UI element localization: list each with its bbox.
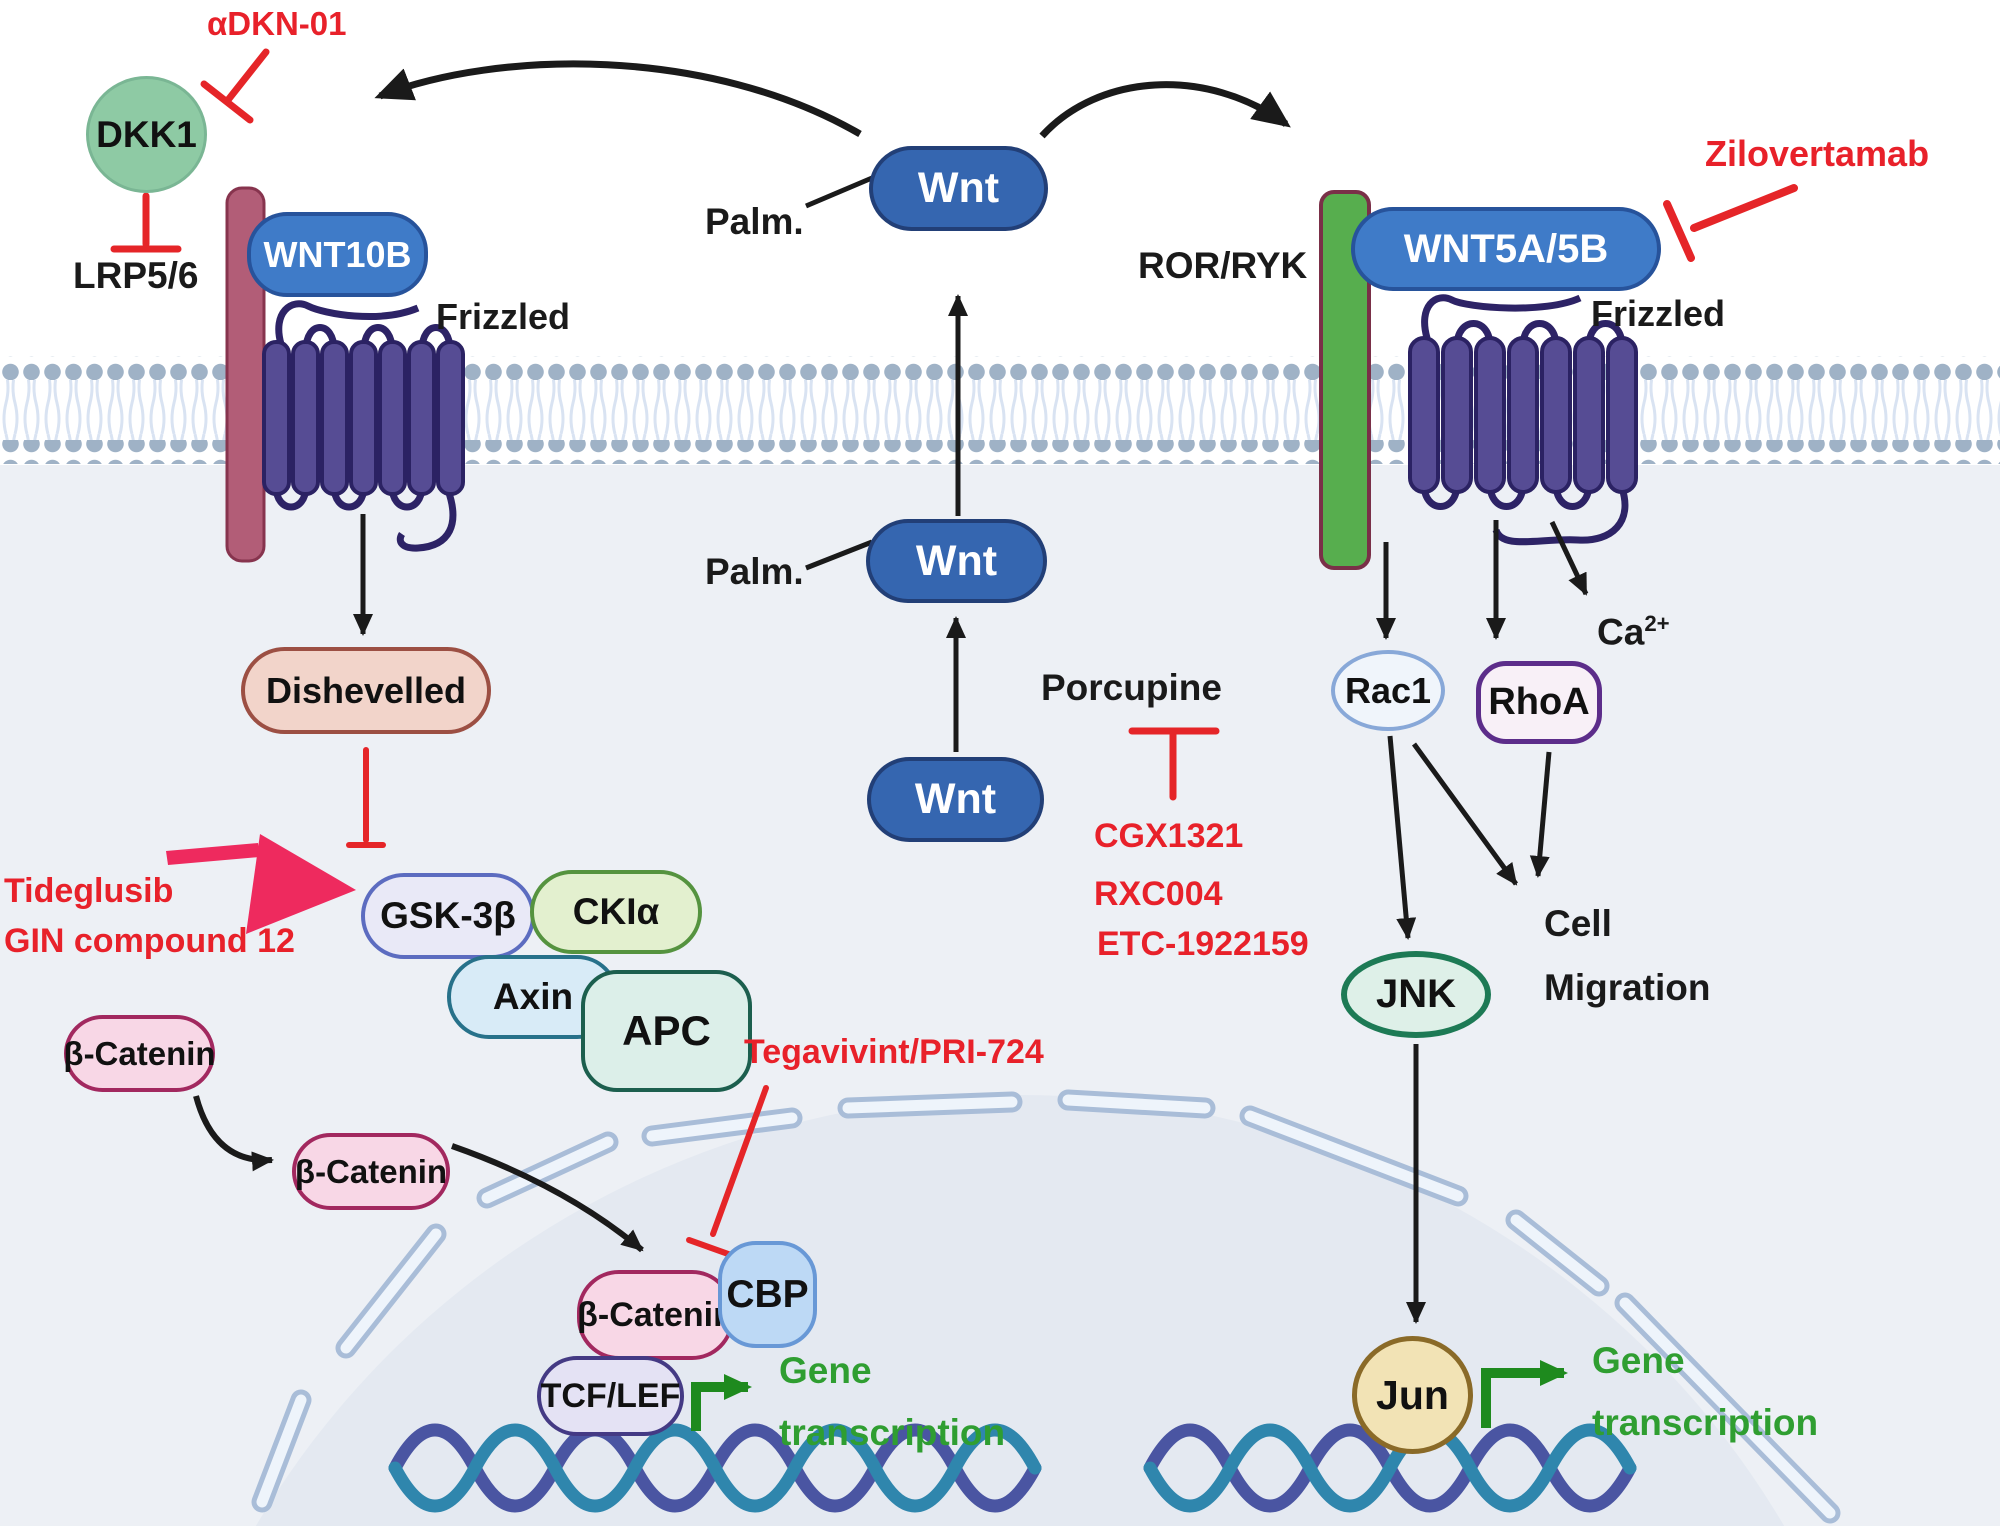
tideglusib-arrow bbox=[166, 834, 356, 934]
cell-migration-line1: Cell bbox=[1544, 903, 1612, 944]
node-tcflef: TCF/LEF bbox=[537, 1356, 684, 1436]
node-dishevelled: Dishevelled bbox=[241, 647, 491, 734]
label-lrp56: LRP5/6 bbox=[73, 255, 199, 296]
drug-gin-compound-12: GIN compound 12 bbox=[4, 922, 295, 960]
label-cell-migration: Cell Migration bbox=[1544, 892, 1710, 1020]
gene-transcription-arrows bbox=[691, 1360, 1568, 1431]
node-bcatenin-cytoplasmic: β-Catenin bbox=[292, 1133, 450, 1210]
node-rhoa: RhoA bbox=[1476, 661, 1602, 744]
label-gene-transcription-left: Gene transcription bbox=[779, 1340, 1005, 1464]
node-wnt-bottom: Wnt bbox=[867, 757, 1044, 842]
arrow-wnt-to-noncanonical bbox=[1039, 81, 1291, 139]
transcription-left: transcription bbox=[779, 1412, 1006, 1453]
cell-migration-line2: Migration bbox=[1544, 967, 1711, 1008]
drug-label-gsk3b-inhibitors: Tideglusib GIN compound 12 bbox=[4, 866, 295, 966]
label-gene-transcription-right: Gene transcription bbox=[1592, 1330, 1818, 1454]
arrow-transcription-left bbox=[691, 1374, 752, 1431]
palm-connector-top bbox=[805, 175, 873, 209]
node-wnt-middle: Wnt bbox=[866, 519, 1047, 603]
drug-label-tegavivint: Tegavivint/PRI-724 bbox=[744, 1033, 1044, 1071]
drug-label-etc1922159: ETC-1922159 bbox=[1097, 925, 1309, 963]
inhibition-lines bbox=[110, 48, 1798, 1258]
drug-label-rxc004: RXC004 bbox=[1094, 875, 1223, 913]
arrow-rhoa-to-migration bbox=[1529, 751, 1552, 878]
arrow-to-ca bbox=[1549, 520, 1589, 596]
node-wnt-top: Wnt bbox=[869, 146, 1048, 231]
frizzled-receptor-right bbox=[1408, 294, 1638, 546]
label-ror-ryk: ROR/RYK bbox=[1138, 245, 1308, 286]
node-gsk3b: GSK-3β bbox=[361, 873, 535, 959]
arrow-bcatenin-accumulation bbox=[193, 1095, 274, 1172]
drug-label-adkn01: αDKN-01 bbox=[207, 5, 347, 42]
palm-connector-mid bbox=[805, 539, 873, 571]
drug-tideglusib: Tideglusib bbox=[4, 872, 174, 910]
inhibit-zilovertamab-wnt5a5b bbox=[1663, 184, 1798, 262]
dna-left bbox=[388, 1423, 1042, 1513]
arrow-transcription-right bbox=[1481, 1360, 1568, 1428]
node-dkk1: DKK1 bbox=[86, 76, 207, 193]
node-wnt10b: WNT10B bbox=[247, 212, 428, 297]
inhibit-dishevelled-gsk3b bbox=[346, 747, 386, 848]
arrow-rac1-to-jnk bbox=[1387, 735, 1417, 940]
label-palm-middle: Palm. bbox=[705, 551, 804, 592]
node-ckia: CKIα bbox=[530, 870, 702, 954]
ca-superscript: 2+ bbox=[1644, 611, 1670, 636]
label-frizzled-right: Frizzled bbox=[1591, 293, 1726, 334]
node-cbp: CBP bbox=[718, 1241, 817, 1348]
arrow-bcatenin-nuclear-entry bbox=[451, 1143, 644, 1253]
gene-left: Gene bbox=[779, 1350, 872, 1391]
label-ca2plus: Ca2+ bbox=[1597, 611, 1670, 653]
label-palm-top: Palm. bbox=[705, 201, 804, 242]
node-wnt5a5b: WNT5A/5B bbox=[1351, 207, 1661, 291]
node-bcatenin-free: β-Catenin bbox=[63, 1015, 216, 1092]
node-jnk: JNK bbox=[1341, 951, 1491, 1038]
arrow-wnt-to-canonical bbox=[374, 60, 862, 138]
inhibit-tegavivint-cbp bbox=[686, 1085, 769, 1258]
label-porcupine: Porcupine bbox=[1041, 667, 1222, 708]
ca-base: Ca bbox=[1597, 611, 1645, 653]
nuclear-envelope bbox=[251, 1089, 1841, 1524]
drug-label-cgx1321: CGX1321 bbox=[1094, 817, 1244, 855]
drug-label-zilovertamab: Zilovertamab bbox=[1705, 133, 1930, 174]
transcription-right: transcription bbox=[1592, 1402, 1819, 1443]
inhibit-drugs-porcupine bbox=[1128, 727, 1220, 801]
inhibit-dkk1-lrp56 bbox=[110, 192, 182, 253]
gene-right: Gene bbox=[1592, 1340, 1685, 1381]
node-apc: APC bbox=[581, 970, 752, 1092]
ror-ryk-receptor-bar bbox=[1319, 190, 1371, 570]
frizzled-receptor-left bbox=[262, 300, 465, 552]
inhibit-adkn01-dkk1 bbox=[200, 48, 270, 124]
dna-right bbox=[1143, 1423, 1637, 1513]
black-arrows bbox=[193, 60, 1589, 1324]
node-rac1: Rac1 bbox=[1331, 650, 1445, 731]
label-frizzled-left: Frizzled bbox=[436, 296, 571, 337]
node-bcatenin-nuclear: β-Catenin bbox=[577, 1270, 734, 1360]
arrow-rac1-to-migration bbox=[1411, 742, 1519, 886]
node-jun: Jun bbox=[1352, 1336, 1473, 1454]
